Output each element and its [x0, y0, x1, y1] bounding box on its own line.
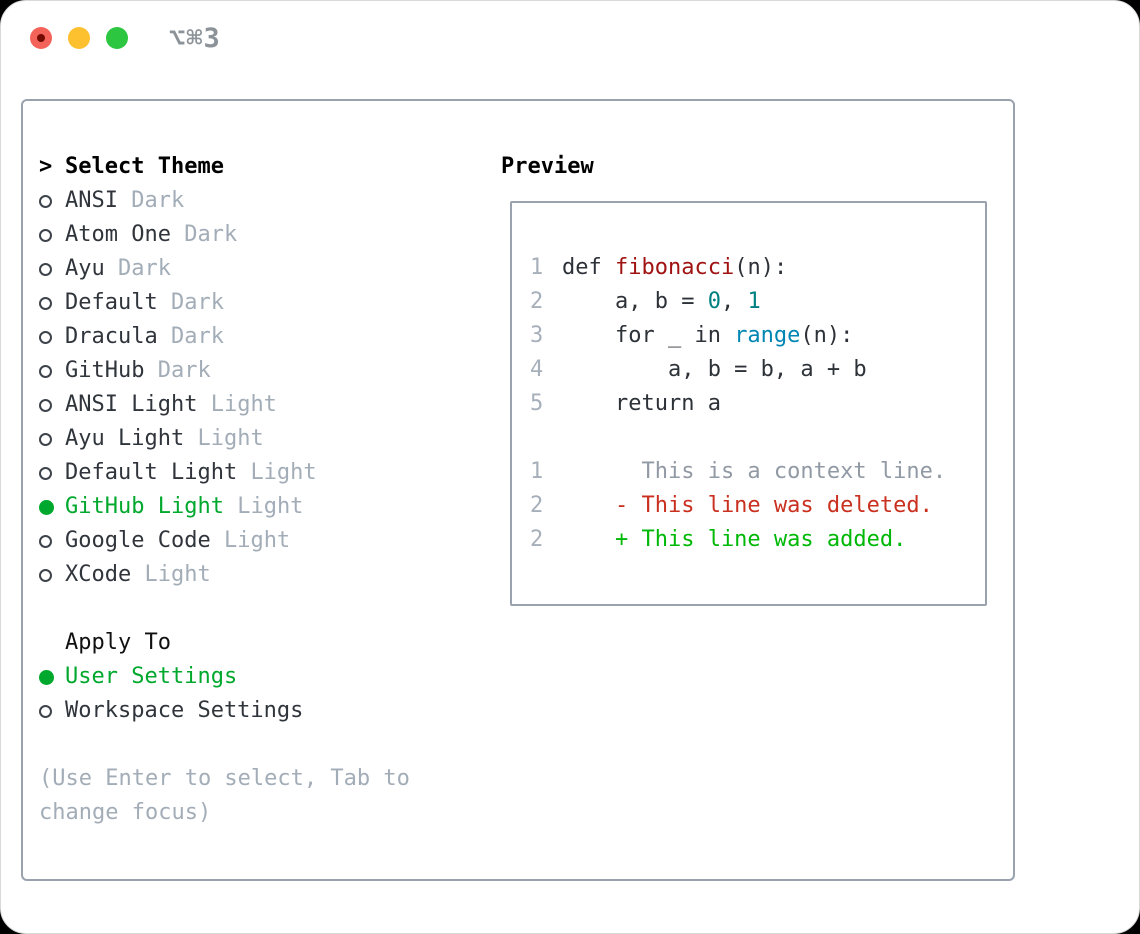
title-bar: ⌥⌘3 [1, 1, 1139, 75]
cursor-marker-icon: > [39, 154, 53, 179]
theme-variant-label: Dark [170, 324, 224, 349]
spacer [39, 592, 410, 626]
radio-icon [39, 296, 52, 310]
theme-variant-label: Dark [157, 358, 211, 383]
code-content: for _ in range(n): [562, 323, 854, 348]
theme-variant-label: Light [197, 426, 264, 451]
theme-option[interactable]: XCode Light [39, 558, 410, 592]
theme-option[interactable]: ANSI Light Light [39, 388, 410, 422]
radio-icon [39, 194, 52, 208]
spacer [39, 728, 410, 762]
line-number: 2 [530, 493, 544, 518]
radio-icon [39, 568, 52, 582]
select-theme-heading: > Select Theme [39, 150, 410, 184]
apply-to-option[interactable]: Workspace Settings [39, 694, 410, 728]
theme-option[interactable]: Ayu Dark [39, 252, 410, 286]
code-line: 2 + This line was added. [530, 523, 975, 557]
radio-icon [39, 534, 52, 548]
code-line: 1 def fibonacci(n): [530, 251, 975, 285]
theme-variant-label: Dark [170, 290, 224, 315]
line-number: 4 [530, 357, 544, 382]
theme-option-label: Google Code [65, 528, 211, 553]
theme-variant-label: Dark [131, 188, 185, 213]
radio-icon [39, 364, 52, 378]
theme-option[interactable]: Google Code Light [39, 524, 410, 558]
apply-to-heading-label: Apply To [65, 630, 171, 655]
theme-option-label: GitHub [65, 358, 145, 383]
theme-option[interactable]: Default Dark [39, 286, 410, 320]
radio-icon [39, 228, 52, 242]
theme-option[interactable]: Ayu Light Light [39, 422, 410, 456]
radio-selected-icon [39, 669, 54, 685]
code-line: 2 a, b = 0, 1 [530, 285, 975, 319]
line-number: 1 [530, 255, 544, 280]
code-content: This is a context line. [562, 459, 947, 484]
theme-option[interactable]: Default Light Light [39, 456, 410, 490]
window-shortcut-label: ⌥⌘3 [169, 23, 221, 54]
theme-option[interactable]: GitHub Dark [39, 354, 410, 388]
theme-option-label: Default Light [65, 460, 238, 485]
theme-option-label: Default [65, 290, 158, 315]
radio-icon [39, 330, 52, 344]
apply-to-option-label: Workspace Settings [65, 698, 304, 723]
theme-variant-label: Light [223, 528, 291, 553]
code-line: 4 a, b = b, a + b [530, 353, 975, 387]
zoom-button[interactable] [106, 27, 128, 49]
radio-icon [39, 466, 52, 480]
theme-variant-label: Dark [184, 222, 238, 247]
minimize-button[interactable] [68, 27, 90, 49]
theme-variant-label: Light [250, 460, 317, 485]
code-content: a, b = 0, 1 [562, 289, 761, 314]
theme-option[interactable]: Atom One Dark [39, 218, 410, 252]
theme-option-label: XCode [65, 562, 132, 587]
theme-option-label: Ayu Light [65, 426, 185, 451]
select-theme-heading-label: Select Theme [65, 154, 224, 179]
theme-option-label: Ayu [65, 256, 105, 281]
code-content: def fibonacci(n): [562, 255, 788, 280]
theme-option[interactable]: GitHub Light Light [39, 490, 410, 524]
radio-icon [39, 432, 52, 446]
radio-selected-icon [39, 499, 54, 515]
theme-variant-label: Light [237, 494, 304, 519]
keyboard-hint-text: (Use Enter to select, Tab to change focu… [39, 766, 410, 825]
theme-option[interactable]: Dracula Dark [39, 320, 410, 354]
close-button[interactable] [30, 27, 52, 49]
theme-variant-label: Light [144, 562, 211, 587]
radio-icon [39, 398, 52, 412]
code-line: 1 This is a context line. [530, 455, 975, 489]
theme-variant-label: Dark [118, 256, 171, 281]
preview-heading: Preview [501, 154, 594, 179]
code-line [530, 421, 975, 455]
code-content: - This line was deleted. [562, 493, 933, 518]
theme-option-label: GitHub Light [65, 494, 224, 519]
line-number: 2 [530, 527, 544, 552]
line-number: 5 [530, 391, 544, 416]
apply-to-option[interactable]: User Settings [39, 660, 410, 694]
line-number: 2 [530, 289, 544, 314]
code-content: a, b = b, a + b [562, 357, 867, 382]
apply-to-heading: Apply To [39, 626, 410, 660]
theme-option-label: Atom One [65, 222, 171, 247]
line-number: 3 [530, 323, 544, 348]
code-line: 3 for _ in range(n): [530, 319, 975, 353]
code-content: + This line was added. [562, 527, 907, 552]
radio-icon [39, 704, 52, 718]
apply-to-option-label: User Settings [65, 664, 238, 689]
theme-option-label: Dracula [65, 324, 158, 349]
code-line: 2 - This line was deleted. [530, 489, 975, 523]
code-content: return a [562, 391, 721, 416]
theme-option-label: ANSI Light [65, 392, 198, 417]
code-line: 5 return a [530, 387, 975, 421]
theme-option[interactable]: ANSI Dark [39, 184, 410, 218]
line-number: 1 [530, 459, 544, 484]
radio-icon [39, 262, 52, 276]
theme-variant-label: Light [210, 392, 277, 417]
theme-option-label: ANSI [65, 188, 118, 213]
